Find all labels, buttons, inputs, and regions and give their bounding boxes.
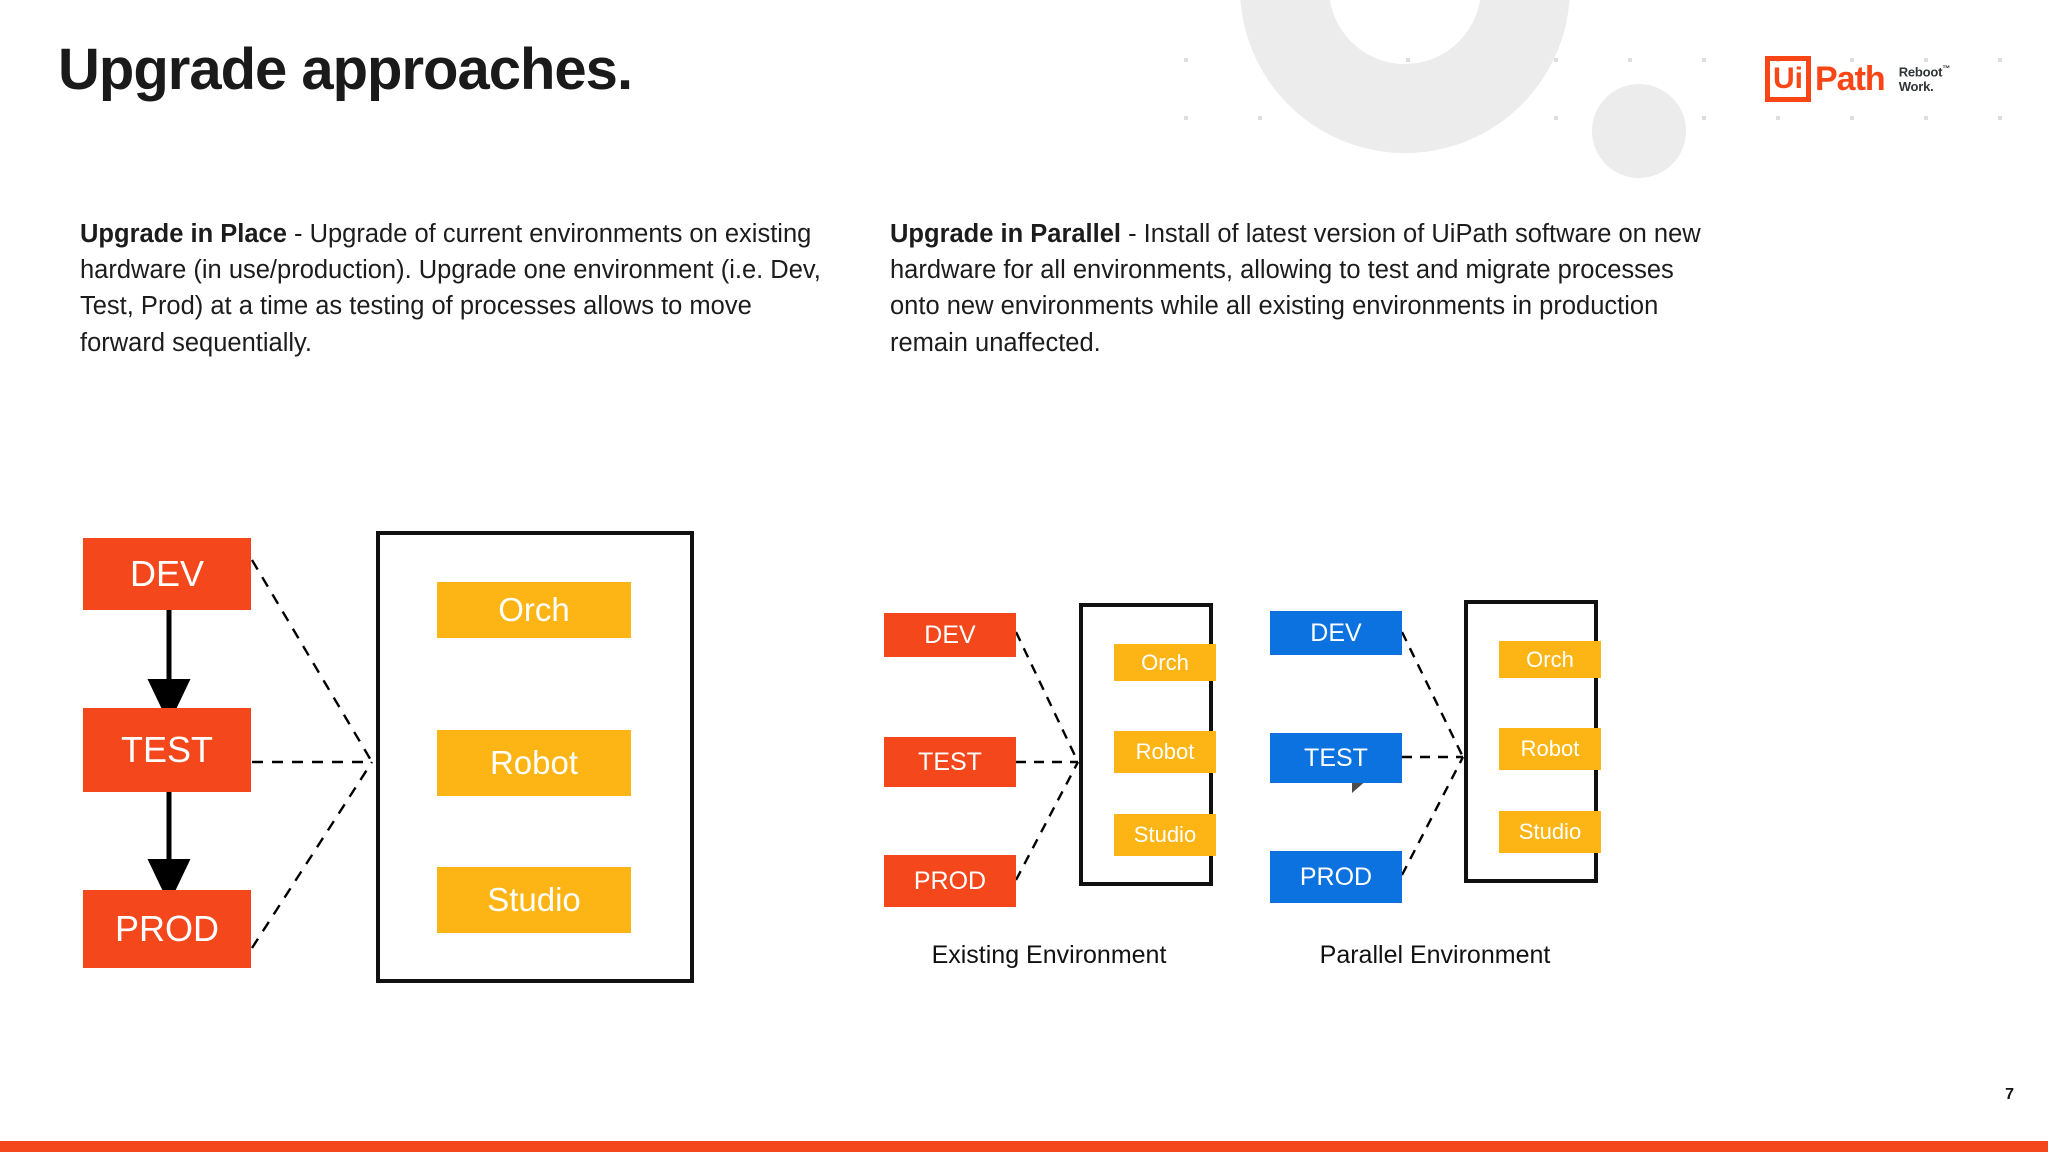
decorative-ring bbox=[1240, 0, 1570, 153]
existing-node-orch: Orch bbox=[1114, 644, 1216, 681]
existing-environment-caption: Existing Environment bbox=[931, 941, 1167, 969]
node-dev: DEV bbox=[83, 538, 251, 610]
parallel-node-prod: PROD bbox=[1270, 851, 1402, 903]
upgrade-in-place-heading: Upgrade in Place bbox=[80, 220, 287, 248]
parallel-node-test: TEST bbox=[1270, 733, 1402, 783]
existing-node-robot: Robot bbox=[1114, 731, 1216, 773]
upgrade-in-place-paragraph: Upgrade in Place - Upgrade of current en… bbox=[80, 216, 840, 361]
parallel-environment-caption: Parallel Environment bbox=[1319, 941, 1551, 969]
page-title: Upgrade approaches. bbox=[58, 37, 633, 102]
decorative-circle bbox=[1592, 84, 1686, 178]
trademark-icon: ™ bbox=[1942, 64, 1951, 74]
upgrade-in-parallel-heading: Upgrade in Parallel bbox=[890, 220, 1121, 248]
uipath-logo: Ui Path Reboot™ Work. bbox=[1765, 56, 1950, 102]
dashed-existing-dev bbox=[1014, 631, 1080, 763]
existing-node-prod: PROD bbox=[884, 855, 1016, 907]
tagline-line-2: Work. bbox=[1898, 79, 1934, 95]
node-orch: Orch bbox=[437, 582, 631, 638]
node-studio: Studio bbox=[437, 867, 631, 933]
parallel-node-orch: Orch bbox=[1499, 641, 1601, 678]
node-prod: PROD bbox=[83, 890, 251, 968]
existing-node-dev: DEV bbox=[884, 613, 1016, 657]
upgrade-in-place-body: - Upgrade of current environments on exi… bbox=[80, 220, 821, 357]
node-test: TEST bbox=[83, 708, 251, 792]
dashed-dev-to-stack bbox=[250, 559, 374, 763]
dashed-parallel-dev bbox=[1400, 631, 1465, 758]
parallel-node-studio: Studio bbox=[1499, 811, 1601, 853]
uipath-tagline: Reboot™ Work. bbox=[1898, 64, 1951, 95]
existing-node-test: TEST bbox=[884, 737, 1016, 787]
footer-accent-bar bbox=[0, 1141, 2048, 1152]
dashed-existing-prod bbox=[1014, 761, 1080, 881]
parallel-node-dev: DEV bbox=[1270, 611, 1402, 655]
upgrade-in-parallel-body: - Install of latest version of UiPath so… bbox=[890, 220, 1701, 357]
dashed-parallel-prod bbox=[1400, 756, 1465, 876]
parallel-node-robot: Robot bbox=[1499, 728, 1601, 770]
upgrade-in-parallel-paragraph: Upgrade in Parallel - Install of latest … bbox=[890, 216, 1710, 361]
existing-node-studio: Studio bbox=[1114, 814, 1216, 856]
uipath-logo-mark: Ui bbox=[1765, 56, 1811, 102]
tagline-line-1: Reboot bbox=[1898, 64, 1943, 80]
uipath-logo-wordmark: Path bbox=[1815, 60, 1886, 98]
node-robot: Robot bbox=[437, 730, 631, 796]
dashed-prod-to-stack bbox=[250, 761, 374, 949]
page-number: 7 bbox=[2005, 1086, 2014, 1103]
